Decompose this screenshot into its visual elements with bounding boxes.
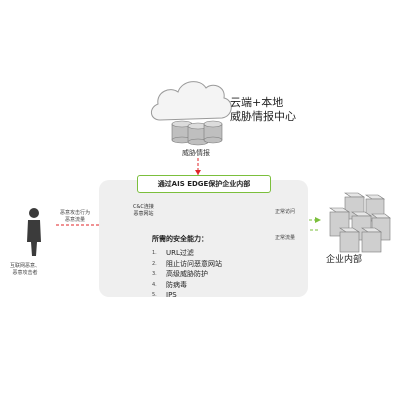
normal-access-label: 正常访问 (275, 209, 296, 215)
capabilities-list: 1. URL过滤 2. 阻止访问恶意网站 3. 高级威胁防护 4. 防病毒 5.… (152, 248, 222, 301)
malicious-traffic-label: 恶意攻击行为 恶意流量 (60, 210, 90, 224)
capability-label: 高级威胁防护 (166, 270, 208, 279)
capability-label: IPS (166, 291, 177, 300)
cc-label-line1: C&C连接 (133, 204, 154, 210)
attacker-label: 互联网恶意、 恶意攻击者 (10, 263, 40, 277)
database-icon (171, 120, 223, 146)
capability-item: 5. IPS (152, 290, 222, 301)
cc-label-line2: 恶意网站 (133, 211, 154, 217)
cloud-threat-center-title: 云端+本地 威胁情报中心 (230, 96, 296, 124)
ais-edge-banner: 通过AIS EDGE保护企业内部 (137, 175, 271, 193)
capability-label: URL过滤 (166, 249, 194, 258)
capability-number: 4. (152, 281, 157, 288)
threat-intel-label: 威胁情报 (182, 149, 210, 157)
capabilities-title: 所需的安全能力： (152, 235, 208, 243)
cloud-title-line2: 威胁情报中心 (230, 110, 296, 123)
capability-number: 3. (152, 271, 157, 278)
capability-item: 3. 高级威胁防护 (152, 269, 222, 280)
capability-item: 4. 防病毒 (152, 280, 222, 291)
cc-connection-label: C&C连接 恶意网站 (133, 204, 154, 218)
attack-label-line2: 恶意流量 (65, 217, 86, 223)
capability-label: 阻止访问恶意网站 (166, 259, 222, 268)
attack-label-line1: 恶意攻击行为 (60, 210, 91, 216)
capability-label: 防病毒 (166, 280, 187, 289)
capability-number: 2. (152, 260, 157, 267)
capability-item: 1. URL过滤 (152, 248, 222, 259)
ais-edge-panel (99, 180, 308, 297)
capability-number: 1. (152, 250, 157, 257)
capability-item: 2. 阻止访问恶意网站 (152, 259, 222, 270)
attacker-label-line1: 互联网恶意、 (10, 263, 41, 269)
attacker-label-line2: 恶意攻击者 (12, 270, 38, 276)
attacker-icon (27, 208, 41, 256)
enterprise-label: 企业内部 (326, 255, 363, 265)
cloud-title-line1: 云端+本地 (230, 96, 284, 109)
intel-connector (195, 158, 201, 175)
normal-traffic-label: 正常流量 (275, 235, 296, 241)
capability-number: 5. (152, 292, 157, 299)
cloud-icon (151, 81, 232, 121)
enterprise-servers-icon (329, 192, 391, 253)
